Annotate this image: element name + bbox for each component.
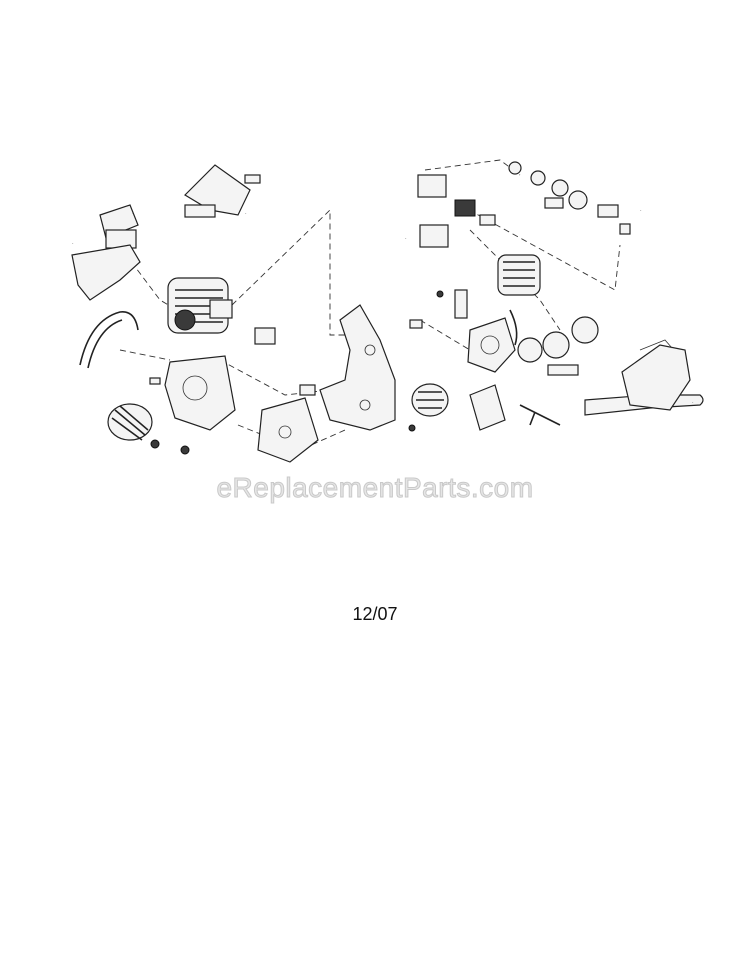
engine-assembly-illustration xyxy=(167,277,233,334)
side-cover xyxy=(257,397,319,463)
svg-text:·: · xyxy=(245,211,247,217)
air-filter-parts xyxy=(417,174,496,248)
leader-lines xyxy=(119,159,621,451)
chain-guard-parts xyxy=(184,164,261,218)
small-parts-right xyxy=(408,223,631,432)
svg-text:·: · xyxy=(72,241,74,247)
small-parts-left xyxy=(149,327,316,455)
crankcase xyxy=(164,355,236,431)
top-cover-assembly xyxy=(71,204,141,301)
svg-text:·: · xyxy=(132,211,134,217)
watermark-text: eReplacementParts.com xyxy=(216,472,534,504)
flywheel xyxy=(411,383,449,417)
carrying-case-illustration xyxy=(621,339,691,411)
crankshaft-parts xyxy=(469,316,599,431)
date-code: 12/07 xyxy=(352,604,398,624)
handle-bar xyxy=(79,311,139,369)
wrench-tool xyxy=(519,404,561,426)
clutch-drum-parts xyxy=(508,161,619,218)
svg-text:·: · xyxy=(640,208,642,214)
bar-mount-plate xyxy=(319,304,396,431)
svg-text:·: · xyxy=(405,236,407,242)
carburetor-assembly xyxy=(467,309,518,373)
starter-recoil xyxy=(107,403,153,441)
svg-text:·: · xyxy=(692,400,694,406)
cylinder-assembly xyxy=(454,254,541,319)
part-callouts: · · · · · · xyxy=(72,208,694,406)
